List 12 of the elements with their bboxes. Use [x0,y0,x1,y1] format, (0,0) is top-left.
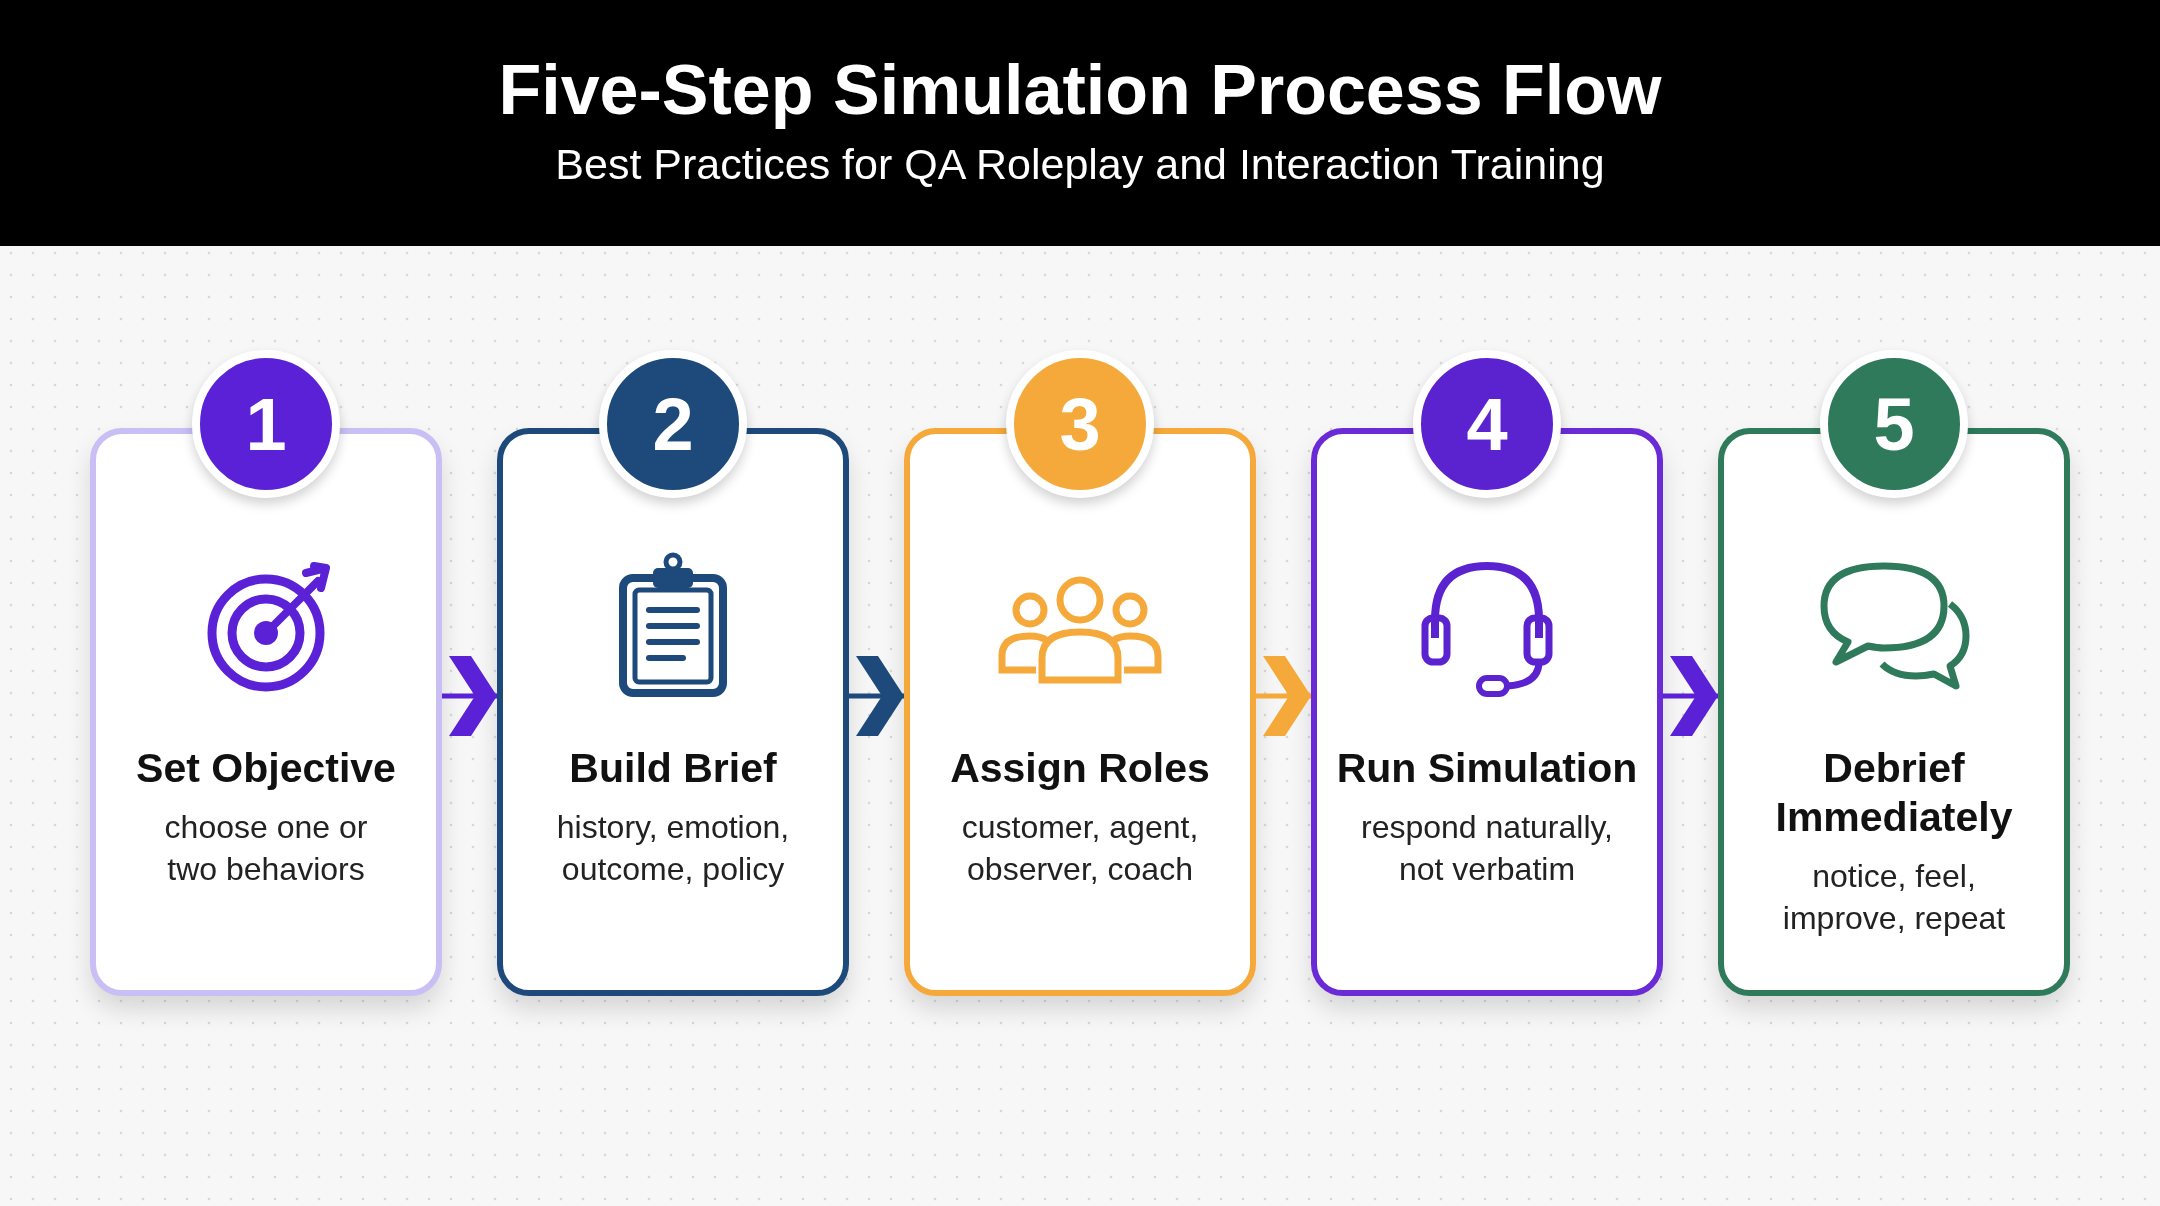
step-title: Run Simulation [1335,744,1639,793]
step-description: customer, agent, observer, coach [960,808,1200,889]
step-description: respond naturally, not verbatim [1360,808,1614,889]
subtitle: Best Practices for QA Roleplay and Interaction Training [554,140,1606,189]
step-description: history, emotion, outcome, policy [555,808,791,889]
step-description: notice, feel, improve, repeat [1781,857,2007,938]
step-title: Debrief Immediately [1774,744,2014,843]
step-description: choose one or two behaviors [163,808,369,889]
step-title: Set Objective [135,744,397,793]
step-title: Assign Roles [949,744,1211,793]
step-title: Build Brief [568,744,778,793]
title: Five-Step Simulation Process Flow [497,50,1663,130]
